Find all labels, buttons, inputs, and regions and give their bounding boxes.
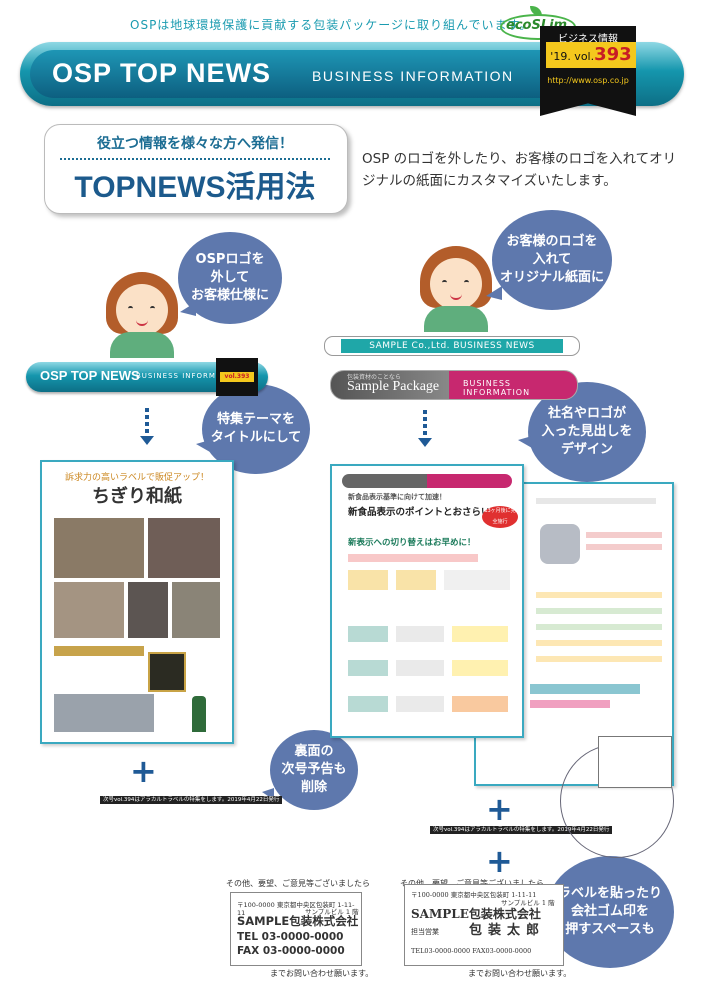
title-box-heading: 役立つ情報を様々な方へ発信！ bbox=[97, 136, 293, 152]
contact-right-telfax: TEL03-0000-0000 FAX03-0000-0000 bbox=[411, 947, 532, 955]
contact-right-building: サンプルビル 1 階 bbox=[501, 899, 555, 907]
header-title: OSP TOP NEWS bbox=[52, 58, 272, 88]
mini-osp-banner: OSP TOP NEWS BUSINESS INFORMATION vol.39… bbox=[26, 358, 268, 396]
doc-left-title: ちぎり和紙 bbox=[92, 486, 182, 507]
bubble-remove-logo: OSPロゴを 外して お客様仕様に bbox=[178, 232, 282, 324]
woman-illustration-left bbox=[100, 272, 184, 358]
bubble-feature-title: 特集テーマを タイトルにして bbox=[202, 384, 310, 474]
doc-left-footer-note: 次号vol.394はアラカルトラベルの特集をします。2019年4月22日発行 bbox=[100, 796, 283, 804]
bubble-tail bbox=[518, 436, 532, 448]
doc-right-headline: 新表示への切り替えはお早めに！ bbox=[348, 538, 476, 548]
bubble-back-delete: 裏面の 次号予告も 削除 bbox=[270, 730, 358, 810]
contact-card-right: 〒100-0000 東京都中央区包装町 1-11-11 サンプルビル 1 階 S… bbox=[404, 884, 564, 966]
bubble-customer-logo: お客様のロゴを 入れて オリジナル紙面に bbox=[492, 210, 612, 310]
title-box-divider bbox=[60, 158, 330, 160]
plus-icon: + bbox=[130, 752, 157, 790]
header-subtitle: BUSINESS INFORMATION bbox=[312, 68, 514, 84]
bubble-tail bbox=[180, 302, 196, 316]
contact-card-left: 〒100-0000 東京都中央区包装町 1-11-11 サンプルビル 1 階 S… bbox=[230, 892, 362, 966]
doc-right-badge: 13ヶ月後に完全施行 bbox=[482, 506, 518, 528]
page-description: OSP のロゴを外したり、お客様のロゴを入れてオリジナルの紙面にカスタマイズいた… bbox=[362, 151, 677, 189]
sample-package-banner: 包装資材のことなら Sample Package BUSINESS INFORM… bbox=[330, 370, 578, 400]
woman-illustration-right bbox=[414, 246, 498, 332]
title-box bbox=[44, 124, 348, 214]
volume-tag-label: ビジネス情報 bbox=[558, 34, 618, 45]
bubble-tail bbox=[196, 440, 210, 452]
sample-company-banner: SAMPLE Co.,Ltd. BUSINESS NEWS bbox=[324, 336, 580, 356]
plus-icon: + bbox=[486, 842, 513, 880]
sample-document-left: 訴求力の高いラベルで販促アップ！ ちぎり和紙 bbox=[40, 460, 234, 744]
bubble-design-heading: 社名やロゴが 入った見出しを デザイン bbox=[528, 382, 646, 482]
stamp-space-box bbox=[598, 736, 672, 788]
doc-left-lead: 訴求力の高いラベルで販促アップ！ bbox=[64, 473, 209, 483]
volume-number: '19. vol.393 bbox=[546, 42, 636, 68]
header-url: http://www.osp.co.jp bbox=[547, 76, 629, 85]
doc-right-footer-note: 次号vol.394はアラカルトラベルの特集をします。2019年4月22日発行 bbox=[430, 826, 613, 834]
down-arrow-icon bbox=[418, 410, 432, 447]
down-arrow-icon bbox=[140, 408, 154, 445]
doc-right-title: 新食品表示のポイントとおさらい bbox=[348, 507, 491, 518]
volume-tag bbox=[540, 26, 636, 116]
contact-left-company: SAMPLE包装株式会社 bbox=[237, 914, 359, 928]
doc-right-lead: 新食品表示基準に向けて加速！ bbox=[348, 493, 446, 501]
contact-right-footer: までお問い合わせ願います。 bbox=[468, 969, 572, 978]
contact-left-fax: FAX 03-0000-0000 bbox=[237, 945, 345, 957]
bubble-stamp-space: ラベルを貼ったり 会社ゴム印を 押すスペースも bbox=[546, 856, 674, 968]
bubble-tail bbox=[486, 286, 502, 300]
contact-right-role: 担当営業 bbox=[411, 928, 439, 936]
contact-right-person: 包装太郎 bbox=[469, 923, 546, 938]
contact-right-caption: その他、要望、ご意見等ございましたら bbox=[400, 878, 544, 889]
tagline: OSPは地球環境保護に貢献する包装パッケージに取り組んでいます。 bbox=[130, 18, 533, 32]
contact-right-postal: 〒100-0000 東京都中央区包装町 1-11-11 bbox=[411, 891, 537, 899]
page-title: TOPNEWS活用法 bbox=[74, 171, 316, 204]
contact-left-building: サンプルビル 1 階 bbox=[305, 908, 359, 916]
contact-right-company: SAMPLE包装株式会社 bbox=[411, 907, 541, 921]
plus-icon: + bbox=[486, 790, 513, 828]
contact-left-footer: までお問い合わせ願います。 bbox=[270, 969, 374, 978]
contact-left-caption: その他、要望、ご意見等ございましたら bbox=[226, 879, 370, 888]
contact-left-tel: TEL 03-0000-0000 bbox=[237, 931, 344, 943]
sample-document-front: 新食品表示基準に向けて加速！ 新食品表示のポイントとおさらい 13ヶ月後に完全施… bbox=[330, 464, 524, 738]
contact-left-postal: 〒100-0000 東京都中央区包装町 1-11-11 bbox=[237, 901, 355, 917]
